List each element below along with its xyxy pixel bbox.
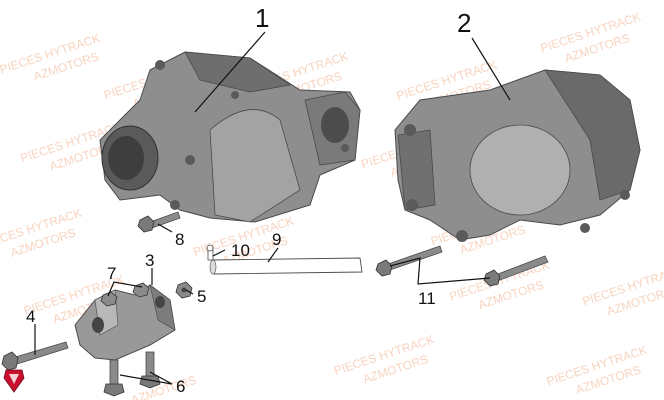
brand-logo [3,369,25,393]
callout-3: 3 [145,251,154,270]
callout-2: 2 [457,8,471,38]
callout-1: 1 [255,3,269,33]
callout-5: 5 [197,287,206,306]
leader-lines [34,31,511,385]
callout-9: 9 [272,230,281,249]
leader-line-5 [185,289,194,295]
bolt-11-upper [375,245,443,277]
nut-5 [175,281,193,299]
leader-line-10 [212,249,226,257]
callout-7: 7 [107,264,116,283]
leader-line-2 [471,37,511,101]
leader-line-8 [157,223,173,233]
callout-11: 11 [418,289,436,308]
pin-10 [206,244,214,261]
callout-10: 10 [231,241,250,260]
leader-line-1 [194,31,266,113]
bolt-4 [1,341,69,371]
watermark-text: AZMOTORS [129,373,198,400]
front-differential [99,51,361,223]
callout-8: 8 [175,230,184,249]
shaft-9 [209,257,363,275]
leader-line-6 [119,371,173,385]
bolt-6-left [103,359,125,397]
nut-7-left [100,291,118,307]
bolt-6-right [139,351,161,389]
leader-line-9 [267,247,279,263]
callouts: 1 2 3 4 5 6 7 8 9 10 11 [26,3,471,396]
callout-4: 4 [26,307,35,326]
leader-line-11 [389,257,491,285]
bolt-8 [137,211,181,233]
callout-6: 6 [176,377,185,396]
leader-line-7 [107,281,143,297]
rear-differential [394,69,641,242]
bolt-11-lower [483,255,549,287]
